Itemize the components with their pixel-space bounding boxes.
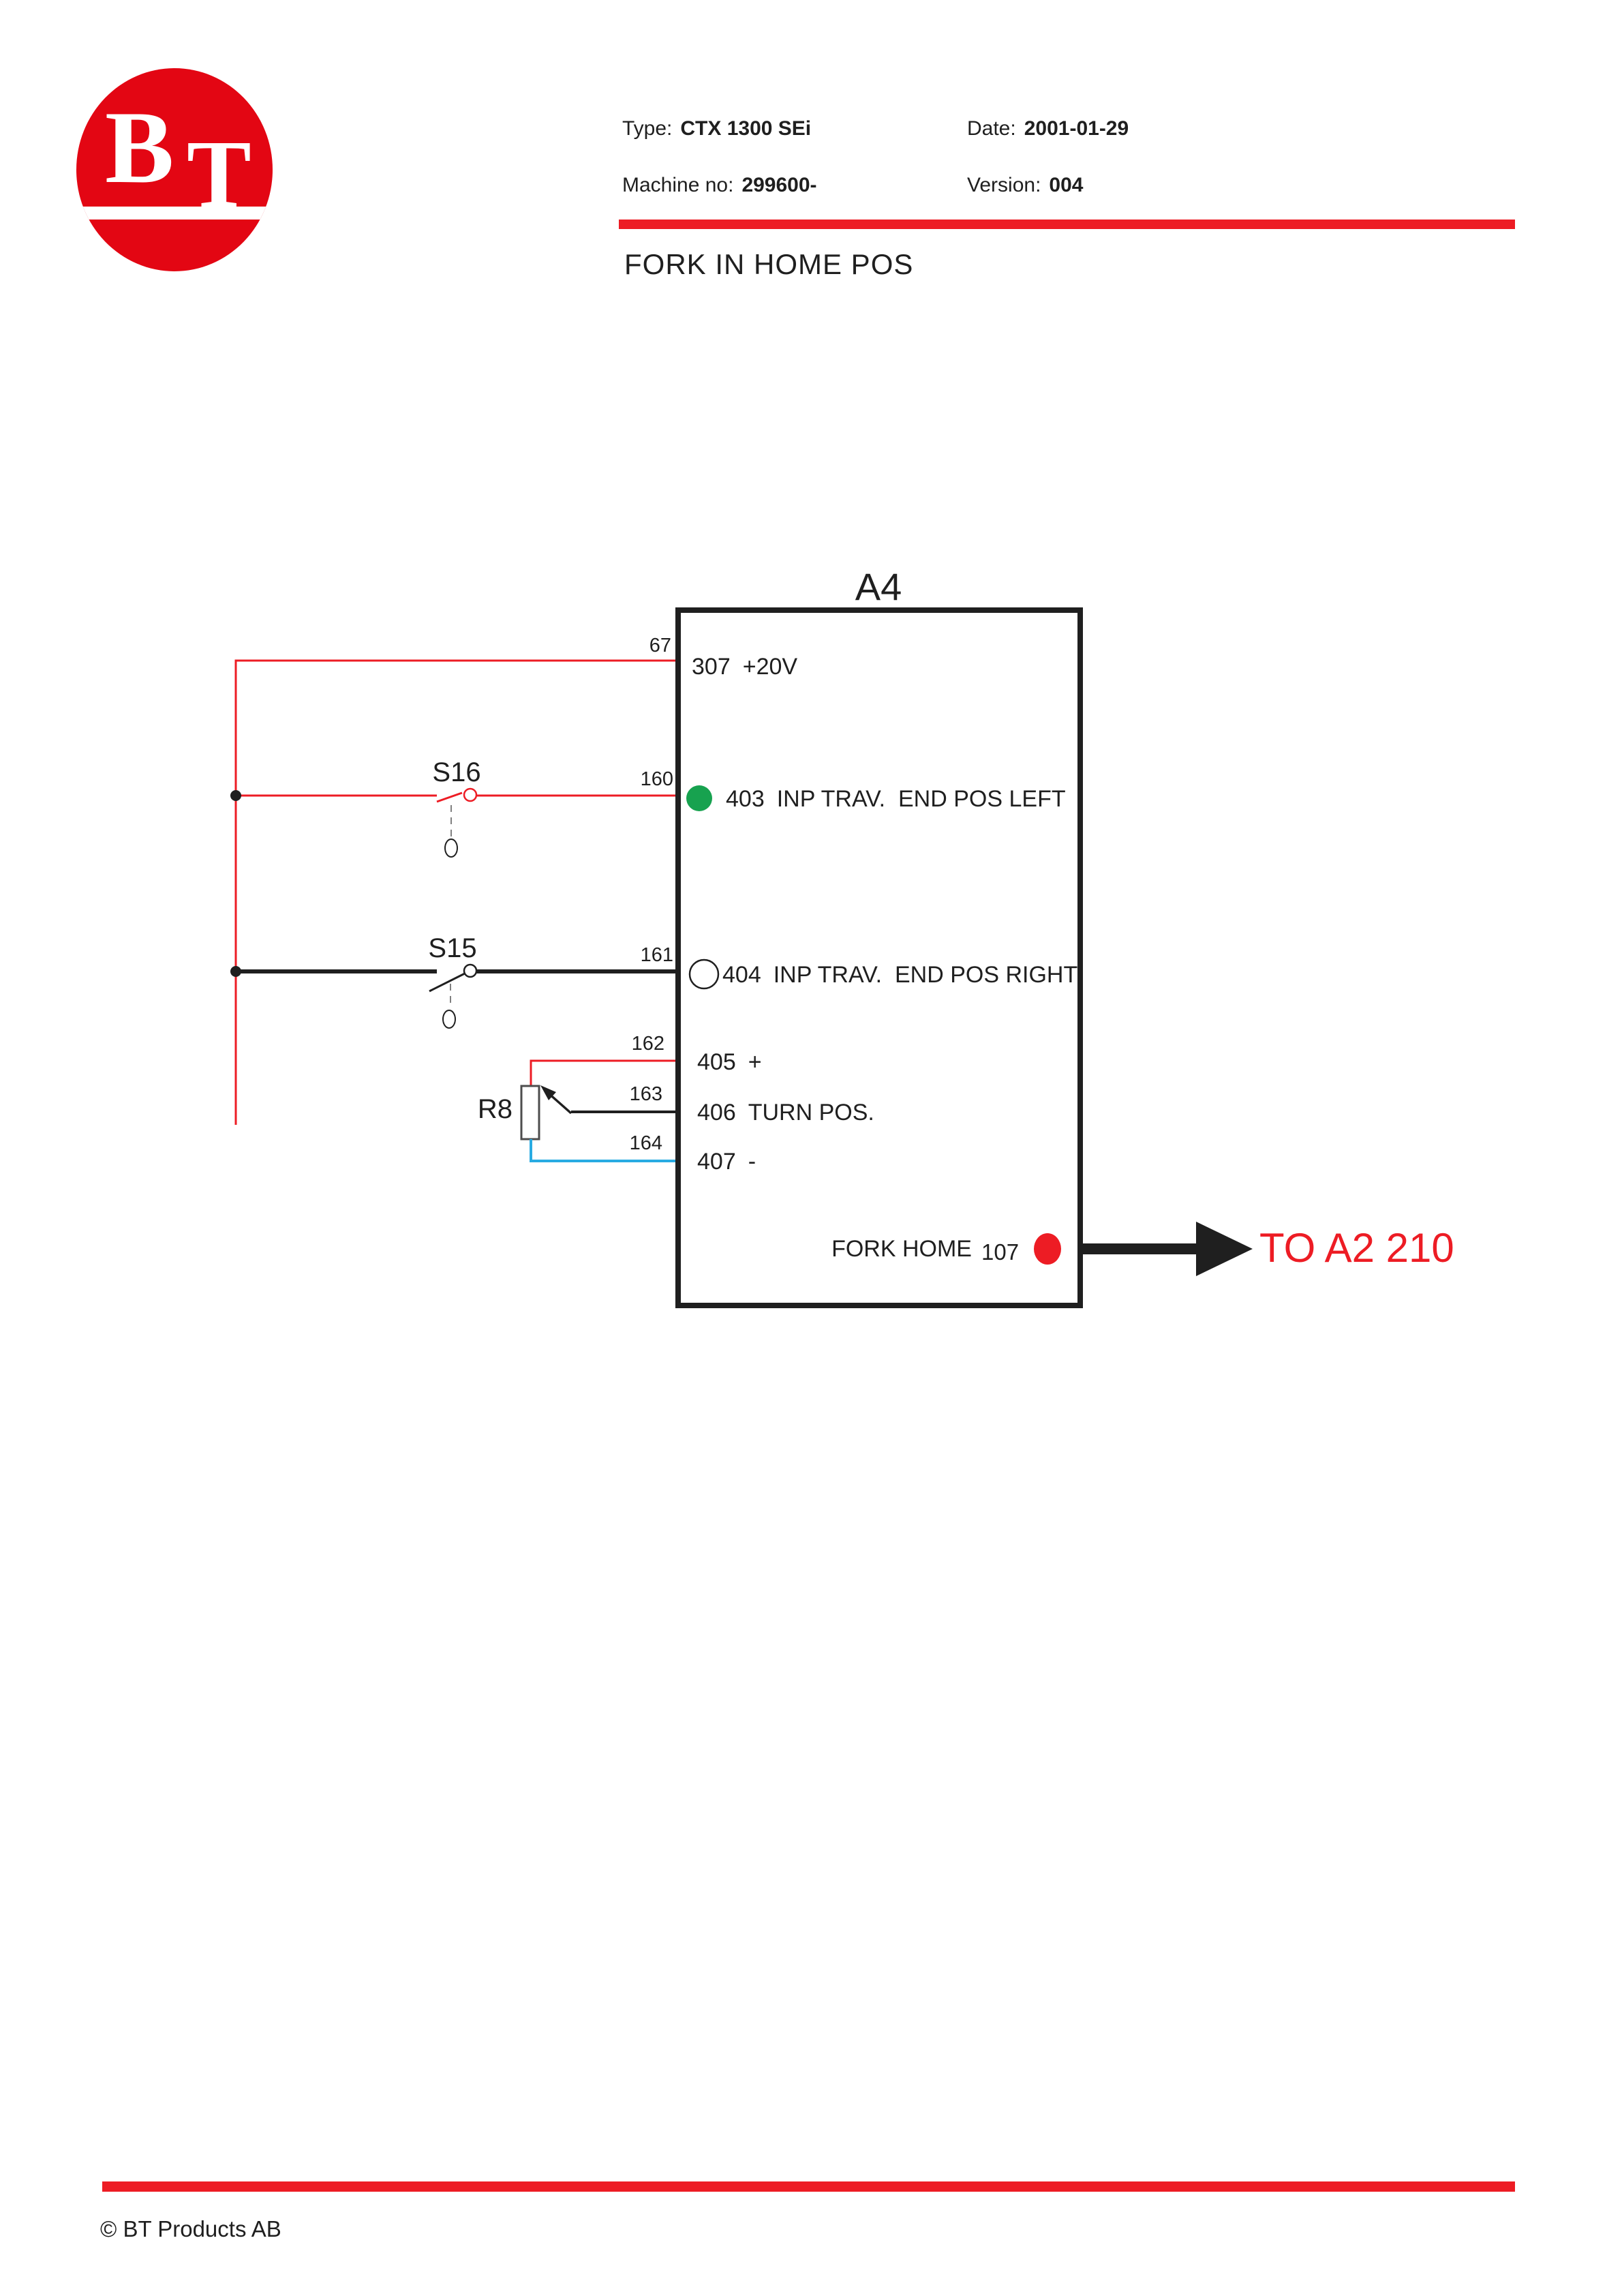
pin-row-405: 405 + xyxy=(697,1050,762,1074)
pin-407-number: 407 xyxy=(697,1149,736,1175)
switch-s16-label: S16 xyxy=(432,757,481,787)
pin-403-number: 403 xyxy=(726,786,765,812)
type-value: CTX 1300 SEi xyxy=(680,117,812,140)
wire-label-163: 163 xyxy=(629,1083,662,1105)
wire-label-164: 164 xyxy=(629,1132,662,1154)
pin-row-404: 404 INP TRAV. END POS RIGHT xyxy=(722,963,1077,987)
header-version-field: Version: 004 xyxy=(967,174,1083,197)
fork-home-label: FORK HOME xyxy=(831,1236,972,1262)
header-type-field: Type: CTX 1300 SEi xyxy=(622,117,811,140)
wire-label-161: 161 xyxy=(640,944,673,966)
r8-resistor-body xyxy=(520,1085,540,1141)
s15-actuator-icon xyxy=(442,1010,456,1029)
junction-dot-160 xyxy=(230,790,241,801)
s16-contact-circle xyxy=(463,787,478,802)
header-date-field: Date: 2001-01-29 xyxy=(967,117,1129,140)
bt-logo-letter-t: T xyxy=(187,120,251,228)
pin-406-label: TURN POS. xyxy=(748,1100,874,1126)
resistor-r8-label: R8 xyxy=(477,1094,512,1124)
pin-405-number: 405 xyxy=(697,1049,736,1075)
s16-actuator-icon xyxy=(444,839,458,858)
version-label: Version: xyxy=(967,174,1041,196)
wire-67-and-rail xyxy=(234,659,678,1125)
pin-404-label: INP TRAV. END POS RIGHT xyxy=(773,962,1078,988)
pin-307-number: 307 xyxy=(692,654,731,680)
machine-no-label: Machine no: xyxy=(622,174,734,196)
date-label: Date: xyxy=(967,117,1016,140)
unit-a4-label: A4 xyxy=(855,565,902,608)
version-value: 004 xyxy=(1049,174,1084,196)
pin-405-label: + xyxy=(748,1049,762,1075)
pin-row-307: 307 +20V xyxy=(692,654,797,679)
machine-no-value: 299600- xyxy=(741,174,817,196)
wire-162 xyxy=(530,1059,678,1086)
bt-logo-stripe xyxy=(76,207,273,220)
switch-s15-label: S15 xyxy=(428,933,477,963)
s16-blade xyxy=(436,791,463,803)
arrow-target-label: TO A2 210 xyxy=(1259,1225,1454,1271)
input-403-active-indicator-icon xyxy=(686,785,712,811)
wire-label-67: 67 xyxy=(649,635,671,656)
copyright-text: © BT Products AB xyxy=(100,2216,281,2241)
output-arrow-head-icon xyxy=(1196,1222,1253,1276)
wire-label-162: 162 xyxy=(631,1033,664,1055)
input-404-inactive-indicator-icon xyxy=(688,958,720,990)
type-label: Type: xyxy=(622,117,673,140)
a4-unit-box xyxy=(675,607,1083,1308)
r8-wiper-arrowhead-icon xyxy=(540,1085,556,1100)
wire-164 xyxy=(530,1139,678,1162)
pin-307-label: +20V xyxy=(742,654,798,680)
pin-row-407: 407 - xyxy=(697,1149,756,1174)
pin-row-403: 403 INP TRAV. END POS LEFT xyxy=(726,787,1066,811)
bt-logo-letter-b: B xyxy=(105,90,174,205)
footer-divider-bar xyxy=(102,2181,1515,2192)
s15-blade xyxy=(429,971,468,993)
bt-logo-icon: B T xyxy=(76,68,273,271)
wire-label-160: 160 xyxy=(640,768,673,790)
header-divider-bar xyxy=(619,220,1515,229)
pin-404-number: 404 xyxy=(722,962,761,988)
pin-403-label: INP TRAV. END POS LEFT xyxy=(776,786,1066,812)
pin-row-406: 406 TURN POS. xyxy=(697,1100,874,1125)
page-title: FORK IN HOME POS xyxy=(624,248,914,280)
fork-home-output-indicator-icon xyxy=(1034,1233,1061,1265)
pin-407-label: - xyxy=(748,1149,756,1175)
s15-contact-circle xyxy=(463,963,478,978)
pin-406-number: 406 xyxy=(697,1100,736,1126)
output-arrow-shaft xyxy=(1083,1243,1199,1254)
date-value: 2001-01-29 xyxy=(1024,117,1129,140)
header-machine-field: Machine no: 299600- xyxy=(622,174,817,197)
fork-home-pin-number: 107 xyxy=(981,1239,1020,1265)
